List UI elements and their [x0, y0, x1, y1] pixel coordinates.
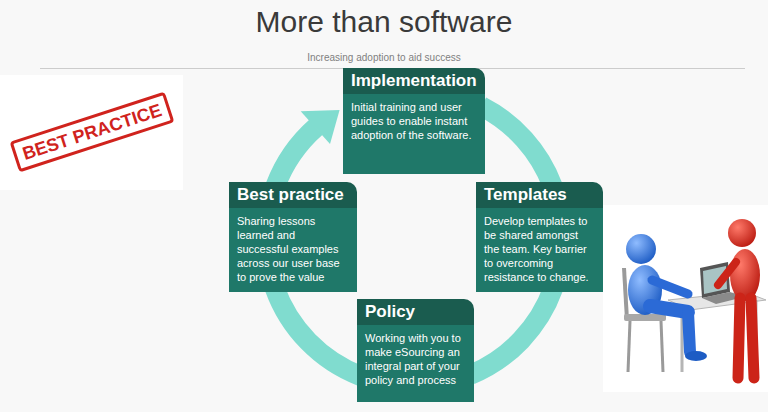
step-heading: Implementation: [343, 68, 485, 94]
cycle-step-box: TemplatesDevelop templates to be shared …: [476, 182, 603, 292]
cycle-step-box: ImplementationInitial training and user …: [343, 68, 485, 174]
cycle-arrow: [276, 110, 340, 185]
step-heading: Templates: [476, 182, 603, 208]
subtitle: Increasing adoption to aid success: [0, 52, 768, 64]
red-figure-leg: [738, 298, 740, 378]
cycle-arrow: [275, 288, 361, 376]
cycle-arc: [482, 106, 553, 185]
red-figure-head: [728, 219, 756, 247]
chair-back: [624, 268, 627, 320]
blue-figure-foot: [685, 351, 707, 361]
picture-panel: [603, 205, 768, 392]
chair-leg: [628, 321, 630, 372]
step-description: Sharing lessons learned and successful e…: [229, 208, 357, 292]
cycle-step-box: PolicyWorking with you to make eSourcing…: [357, 299, 474, 402]
blue-figure-arm: [652, 280, 688, 294]
red-figure-arm: [718, 262, 736, 285]
cycle-arrow: [471, 288, 554, 375]
step-description: Develop templates to be shared amongst t…: [476, 208, 603, 292]
blue-figure-leg: [688, 312, 690, 352]
cycle-arc: [276, 127, 316, 185]
cycle-arrow: [482, 106, 553, 185]
step-heading: Policy: [357, 299, 474, 325]
cycle-arc: [275, 288, 361, 376]
arrow-head: [301, 110, 340, 144]
blue-figure-head: [626, 234, 656, 264]
cycle-arc: [471, 288, 554, 375]
people-at-computer: [624, 219, 766, 378]
step-description: Initial training and user guides to enab…: [343, 94, 485, 174]
stamp-panel: [0, 75, 183, 190]
red-figure-leg: [751, 298, 754, 378]
step-description: Working with you to make eSourcing an in…: [357, 325, 474, 402]
red-figure-body: [730, 249, 760, 301]
chair-seat: [624, 314, 666, 321]
chair-leg: [661, 321, 663, 372]
page-title: More than software: [0, 4, 768, 40]
step-heading: Best practice: [229, 182, 357, 208]
cycle-step-box: Best practiceSharing lessons learned and…: [229, 182, 357, 292]
